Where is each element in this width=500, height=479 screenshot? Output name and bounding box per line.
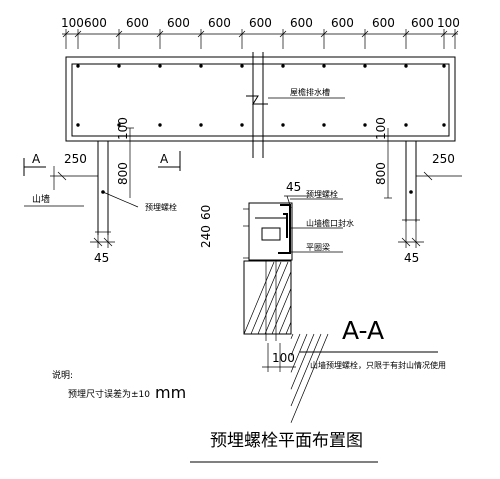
dimension-slash [74, 30, 82, 38]
dimension-slash [62, 30, 70, 38]
wall-hatch-line [290, 333, 301, 356]
top-dim-label: 100 [437, 16, 460, 30]
bolt-dot [404, 123, 408, 127]
wall-hatch-line [278, 305, 292, 335]
section-dim-100: 100 [272, 351, 295, 365]
wall-hatch-line [290, 333, 322, 407]
section-bolt-label: 预埋螺栓 [306, 189, 338, 199]
gable-gutter-label: 山墙檐口封水 [306, 218, 354, 228]
bolt-dot [240, 64, 244, 68]
left-dim-800: 800 [116, 162, 130, 185]
dimension-slash [320, 30, 328, 38]
bolt-dot [76, 123, 80, 127]
left-bolt-label: 预埋螺栓 [145, 202, 177, 212]
right-dim-250: 250 [432, 152, 455, 166]
right-gable-detail: 45 250 800 100 [374, 117, 462, 265]
wall-hatch-line [257, 261, 289, 335]
bolt-dot [117, 64, 121, 68]
bolt-dot [281, 123, 285, 127]
right-dim-800: 800 [374, 162, 388, 185]
section-dim-240: 240 [199, 225, 213, 248]
bolt-dot [322, 123, 326, 127]
wall-hatch-line [243, 261, 275, 335]
explain-unit: mm [155, 383, 186, 402]
wall-hatch-line [264, 271, 292, 335]
section-title: A-A [342, 316, 384, 345]
gutter-plan: 屋檐排水槽 [65, 52, 456, 158]
wall-hatch-line [290, 333, 294, 339]
dimension-slash [402, 30, 410, 38]
bolt-dot [442, 64, 446, 68]
dimension-slash [197, 30, 205, 38]
section-note: 山墙预埋螺栓，只限于有封山情况使用 [310, 360, 446, 370]
bolt-dot [442, 123, 446, 127]
dimension-slash [440, 30, 448, 38]
wall-hatch-line [285, 321, 292, 335]
top-dim-label: 600 [208, 16, 231, 30]
section-marker-left: A [32, 152, 41, 166]
section-dim-60: 60 [199, 205, 213, 220]
drawing-title: 预埋螺栓平面布置图 [210, 431, 363, 451]
bolt-dot [240, 123, 244, 127]
drawing-title-block: 预埋螺栓平面布置图 [190, 431, 378, 463]
wall-hatch-line [290, 333, 329, 423]
left-gable-detail: 45 预埋螺栓 250 800 100 A A 山墙 [23, 117, 181, 265]
bolt-dot [199, 123, 203, 127]
right-dim-45: 45 [404, 251, 419, 265]
top-dim-label: 600 [331, 16, 354, 30]
dimension-slash [279, 30, 287, 38]
bolt-dot [281, 64, 285, 68]
flat-beam-label: 平圈梁 [306, 243, 330, 252]
dimension-slash [115, 30, 123, 38]
top-dim-label: 600 [411, 16, 434, 30]
section-marker-right: A [160, 152, 169, 166]
wall-hatch-line [250, 261, 282, 335]
section-aa-detail: 60 240 45 预埋螺栓 山墙檐口封水 平圈梁 100 A-A 山墙预埋螺栓… [199, 180, 446, 423]
bolt-dot [404, 64, 408, 68]
bolt-dot [117, 123, 121, 127]
explain-tolerance: 预埋尺寸误差为±10 [68, 388, 150, 400]
top-dim-label: 600 [290, 16, 313, 30]
top-dim-label: 100 [61, 16, 84, 30]
bolt-dot [76, 64, 80, 68]
top-dim-label: 600 [249, 16, 272, 30]
bolt-dot [158, 123, 162, 127]
dimension-slash [451, 30, 459, 38]
bolt-dot [158, 64, 162, 68]
top-dim-label: 600 [167, 16, 190, 30]
left-dim-45: 45 [94, 251, 109, 265]
bolt-dot [322, 64, 326, 68]
dimension-slash [156, 30, 164, 38]
top-dim-label: 600 [126, 16, 149, 30]
bolt-dot [363, 64, 367, 68]
explain-heading: 说明: [52, 369, 73, 381]
section-dim-45: 45 [286, 180, 301, 194]
gable-wall-label: 山墙 [32, 193, 50, 205]
right-dim-100: 100 [374, 117, 388, 140]
dimension-slash [238, 30, 246, 38]
left-dim-250: 250 [64, 152, 87, 166]
left-dim-100: 100 [116, 117, 130, 140]
wall-hatch-line [290, 333, 315, 390]
top-dim-label: 600 [372, 16, 395, 30]
wall-hatch-line [271, 288, 292, 335]
explanation-block: 说明: 预埋尺寸误差为±10 mm [52, 369, 186, 402]
bolt-dot [199, 64, 203, 68]
top-dim-label: 600 [84, 16, 107, 30]
wall-hatch-line [290, 333, 308, 373]
dimension-slash [361, 30, 369, 38]
bolt-dot [363, 123, 367, 127]
gutter-label: 屋檐排水槽 [290, 87, 330, 97]
